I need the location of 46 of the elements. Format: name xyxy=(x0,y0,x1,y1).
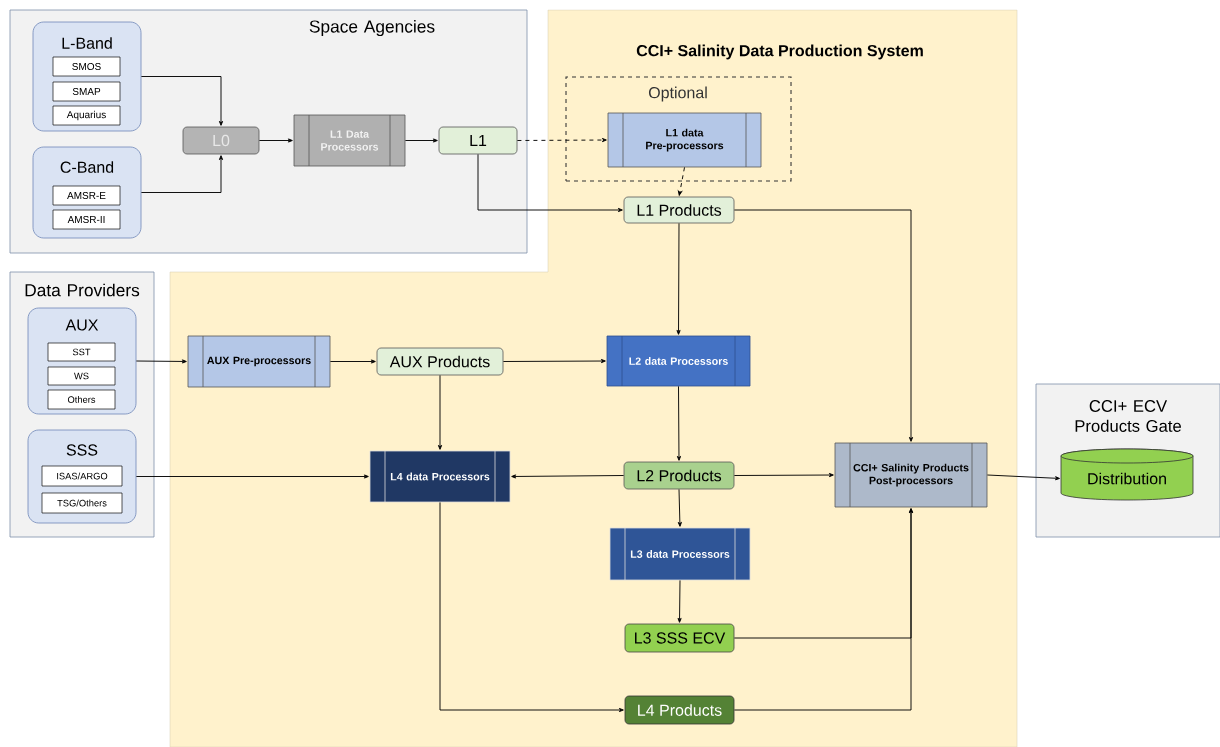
arrow xyxy=(502,358,606,364)
arrow xyxy=(135,474,369,479)
process-box: L3 data Processors xyxy=(609,527,751,581)
arrow xyxy=(477,153,623,213)
arrow xyxy=(140,76,224,126)
label-box: SST xyxy=(47,342,116,362)
label-box: Others xyxy=(47,389,116,410)
arrow xyxy=(676,222,681,335)
rounded-box: L4 Products xyxy=(624,695,735,725)
dashed-arrow xyxy=(677,166,685,196)
arrow xyxy=(329,359,376,364)
label-box: ISAS/ARGO xyxy=(41,465,123,487)
rounded-box: AUX Products xyxy=(376,347,504,376)
label-box: Aquarius xyxy=(52,105,121,126)
arrow xyxy=(140,155,224,193)
arrow xyxy=(676,385,682,461)
arrow xyxy=(986,474,1060,481)
rounded-box: L3 SSS ECV xyxy=(624,623,735,653)
arrow xyxy=(733,209,914,442)
arrow xyxy=(733,508,914,711)
process-box: L2 data Processors xyxy=(606,335,751,387)
rounded-box: L1 xyxy=(438,126,518,155)
label-box: SMAP xyxy=(52,81,121,102)
arrow xyxy=(135,359,187,364)
process-box: AUX Pre-processors xyxy=(187,335,331,388)
process-box: CCI+ Salinity Products Post-processors xyxy=(834,442,988,508)
process-box: L4 data Processors xyxy=(369,450,511,503)
arrow xyxy=(437,374,443,450)
arrow xyxy=(733,472,834,478)
rounded-box: L2 Products xyxy=(623,461,735,490)
arrow xyxy=(677,579,682,623)
label-box: WS xyxy=(47,366,116,386)
arrow xyxy=(404,138,438,143)
arrow xyxy=(439,501,624,713)
dashed-arrow xyxy=(516,137,607,143)
process-box: L1 data Pre-processors xyxy=(607,112,762,168)
process-box: L1 Data Processors xyxy=(293,114,406,167)
label-box: TSG/Others xyxy=(41,492,123,514)
rounded-box: L1 Products xyxy=(623,196,735,224)
label-box: SMOS xyxy=(52,56,121,77)
arrow xyxy=(511,474,625,479)
database-cylinder: Distribution xyxy=(1060,448,1194,501)
arrow xyxy=(677,488,682,527)
label-box: AMSR-II xyxy=(52,209,121,230)
label-box: AMSR-E xyxy=(52,185,121,206)
arrow xyxy=(258,138,293,143)
